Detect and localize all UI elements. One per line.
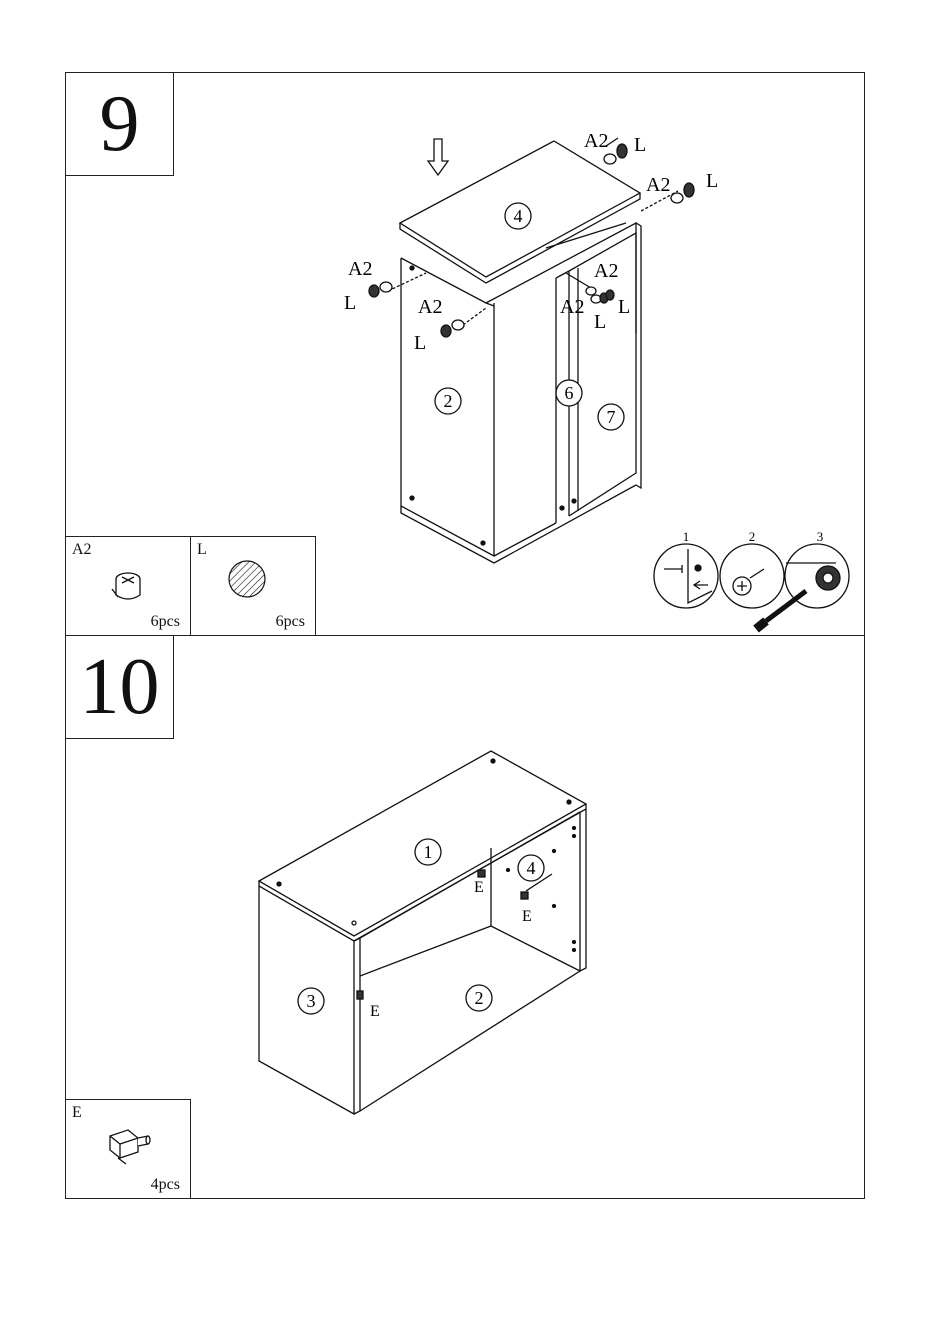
- e-label: E: [522, 908, 532, 925]
- a2-label: A2: [584, 130, 608, 152]
- callout-6-label: 6: [565, 383, 574, 403]
- part-l-box: L 6pcs: [190, 536, 316, 636]
- callout-3-label: 3: [307, 991, 316, 1011]
- shelf-support-icon: [104, 1122, 154, 1166]
- a2-label: A2: [418, 296, 442, 318]
- part-qty: 6pcs: [276, 613, 305, 631]
- callout-2-label: 2: [444, 391, 453, 411]
- part-qty: 6pcs: [151, 613, 180, 631]
- cam-lock-icon: [108, 567, 148, 607]
- part-a2-box: A2 6pcs: [65, 536, 191, 636]
- callout-7-label: 7: [607, 407, 616, 427]
- a2-label: A2: [646, 174, 670, 196]
- a2-label: A2: [560, 296, 584, 318]
- e-label: E: [370, 1003, 380, 1020]
- part-e-box: E 4pcs: [65, 1099, 191, 1199]
- callout-1-label: 1: [424, 842, 433, 862]
- part-qty: 4pcs: [151, 1176, 180, 1194]
- e-label: E: [474, 879, 484, 896]
- cap-icon: [225, 557, 269, 601]
- callout-4-label: 4: [527, 858, 536, 878]
- part-code: L: [197, 541, 207, 559]
- a2-label: A2: [594, 260, 618, 282]
- step-10-panel: 10: [65, 635, 865, 1199]
- cam-step-1-icon: [654, 544, 718, 608]
- part-code: E: [72, 1104, 82, 1122]
- l-label: L: [706, 170, 718, 192]
- cam-step-1-label: 1: [683, 529, 690, 544]
- cam-step-3-label: 3: [817, 529, 824, 544]
- l-label: L: [414, 332, 426, 354]
- a2-label: A2: [348, 258, 372, 280]
- step-9-panel: 9: [65, 72, 865, 636]
- callout-4-label: 4: [514, 206, 523, 226]
- l-label: L: [344, 292, 356, 314]
- l-label: L: [634, 134, 646, 156]
- down-arrow-icon: [428, 139, 448, 175]
- callout-2-label: 2: [475, 988, 484, 1008]
- l-label: L: [594, 311, 606, 333]
- cam-lock-instructions: [654, 544, 849, 629]
- l-label: L: [618, 296, 630, 318]
- cam-step-2-label: 2: [749, 529, 756, 544]
- part-code: A2: [72, 541, 92, 559]
